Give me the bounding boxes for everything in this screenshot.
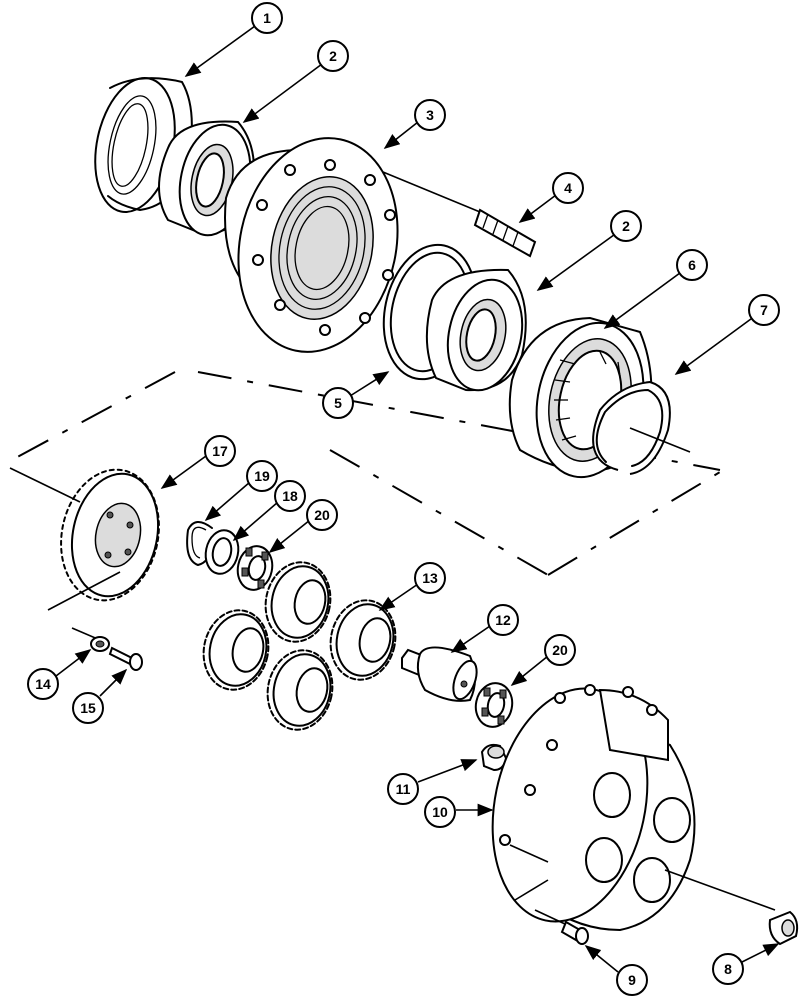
callout-12: 12	[487, 604, 519, 636]
svg-text:12: 12	[495, 612, 511, 628]
planet-gear-part-13	[329, 599, 397, 681]
svg-text:4: 4	[564, 180, 572, 196]
svg-text:11: 11	[396, 781, 411, 797]
callout-20-lower: 20	[544, 634, 576, 666]
screw-part-9	[534, 909, 589, 945]
shaft-part-12	[401, 646, 478, 702]
callout-6: 6	[676, 249, 708, 281]
callout-2-top: 2	[317, 40, 349, 72]
svg-text:19: 19	[254, 468, 270, 484]
planet-gear-upper	[264, 561, 332, 643]
callout-17: 17	[204, 435, 236, 467]
svg-text:7: 7	[760, 302, 768, 318]
svg-text:6: 6	[688, 257, 696, 273]
bolt-part-8	[768, 910, 799, 946]
needle-bearing-part-20-lower	[474, 682, 514, 728]
svg-text:5: 5	[334, 395, 342, 411]
callout-2-lower: 2	[610, 210, 642, 242]
bearing-part-2-lower	[425, 268, 527, 392]
svg-text:18: 18	[282, 488, 298, 504]
callout-15: 15	[72, 692, 104, 724]
screw-part-15	[108, 646, 143, 671]
needle-bearing-part-20-top	[236, 545, 274, 591]
svg-text:10: 10	[432, 804, 448, 820]
callout-5: 5	[322, 387, 354, 419]
callout-1: 1	[251, 2, 283, 34]
svg-text:14: 14	[35, 676, 51, 692]
svg-text:2: 2	[622, 218, 630, 234]
callout-9: 9	[616, 964, 648, 996]
washer-part-14	[71, 627, 110, 652]
washer-part-18	[204, 529, 240, 575]
callout-18: 18	[274, 480, 306, 512]
svg-text:15: 15	[80, 700, 96, 716]
callout-19: 19	[246, 460, 278, 492]
svg-text:3: 3	[426, 107, 434, 123]
callout-13: 13	[414, 562, 446, 594]
stud-part-4	[382, 171, 537, 258]
hub-housing-part-3	[224, 137, 399, 353]
callout-8: 8	[712, 953, 744, 985]
leader-arrows	[55, 25, 780, 973]
snap-ring-part-7	[592, 380, 691, 475]
callout-4: 4	[552, 172, 584, 204]
svg-text:20: 20	[552, 642, 568, 658]
svg-text:20: 20	[314, 507, 330, 523]
callout-3: 3	[414, 99, 446, 131]
callout-20-top: 20	[306, 499, 338, 531]
gear-part-17	[9, 467, 160, 611]
carrier-housing-part-10	[491, 684, 776, 932]
planet-gear-lower	[266, 649, 334, 731]
svg-text:9: 9	[628, 972, 636, 988]
svg-text:8: 8	[724, 961, 732, 977]
callout-14: 14	[27, 668, 59, 700]
planet-gear-left	[202, 609, 270, 691]
svg-text:1: 1	[263, 10, 271, 26]
svg-text:13: 13	[422, 570, 438, 586]
callout-7: 7	[748, 294, 780, 326]
callout-11: 11	[387, 773, 419, 805]
callout-10: 10	[424, 796, 456, 828]
svg-text:17: 17	[212, 443, 228, 459]
svg-text:2: 2	[329, 48, 337, 64]
